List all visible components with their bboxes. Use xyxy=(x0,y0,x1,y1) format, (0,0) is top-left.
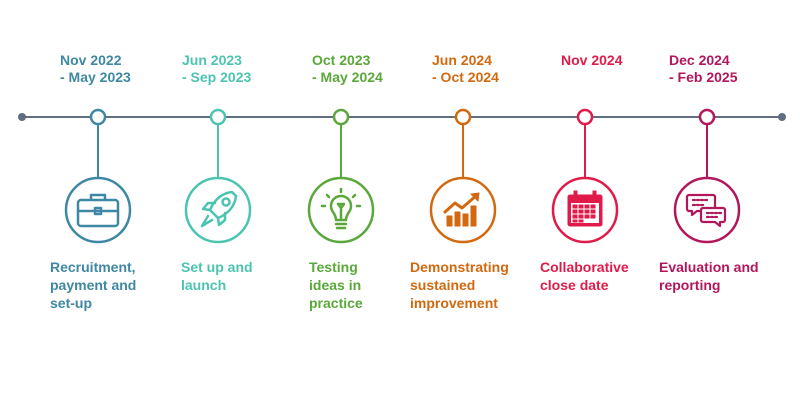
milestone-label: Demonstrating sustained improvement xyxy=(410,259,509,311)
milestone-date: Jun 2024 - Oct 2024 xyxy=(432,52,499,85)
milestone-label: Evaluation and reporting xyxy=(659,259,759,293)
growth-chart-icon xyxy=(443,192,480,227)
milestone-date: Dec 2024 - Feb 2025 xyxy=(669,52,738,85)
milestone-node xyxy=(698,108,716,126)
milestone-node xyxy=(454,108,472,126)
milestone-node xyxy=(209,108,227,126)
milestone-node xyxy=(89,108,107,126)
lightbulb-icon xyxy=(320,187,362,230)
milestone-label: Testing ideas in practice xyxy=(309,259,363,311)
rocket-icon xyxy=(200,190,238,228)
timeline-end-dot xyxy=(778,113,786,121)
calendar-icon xyxy=(567,190,603,227)
milestone-label: Collaborative close date xyxy=(540,259,629,293)
briefcase-icon xyxy=(76,193,120,228)
milestone-date: Jun 2023 - Sep 2023 xyxy=(182,52,252,85)
milestone-label: Recruitment, payment and set-up xyxy=(50,259,137,311)
milestone-node xyxy=(576,108,594,126)
milestone-date: Nov 2024 xyxy=(561,52,623,68)
milestone-date: Nov 2022 - May 2023 xyxy=(60,52,131,85)
chat-bubbles-icon xyxy=(685,193,727,228)
timeline-start-dot xyxy=(18,113,26,121)
milestone-node xyxy=(332,108,350,126)
milestone-date: Oct 2023 - May 2024 xyxy=(312,52,383,85)
milestone-label: Set up and launch xyxy=(181,259,253,293)
